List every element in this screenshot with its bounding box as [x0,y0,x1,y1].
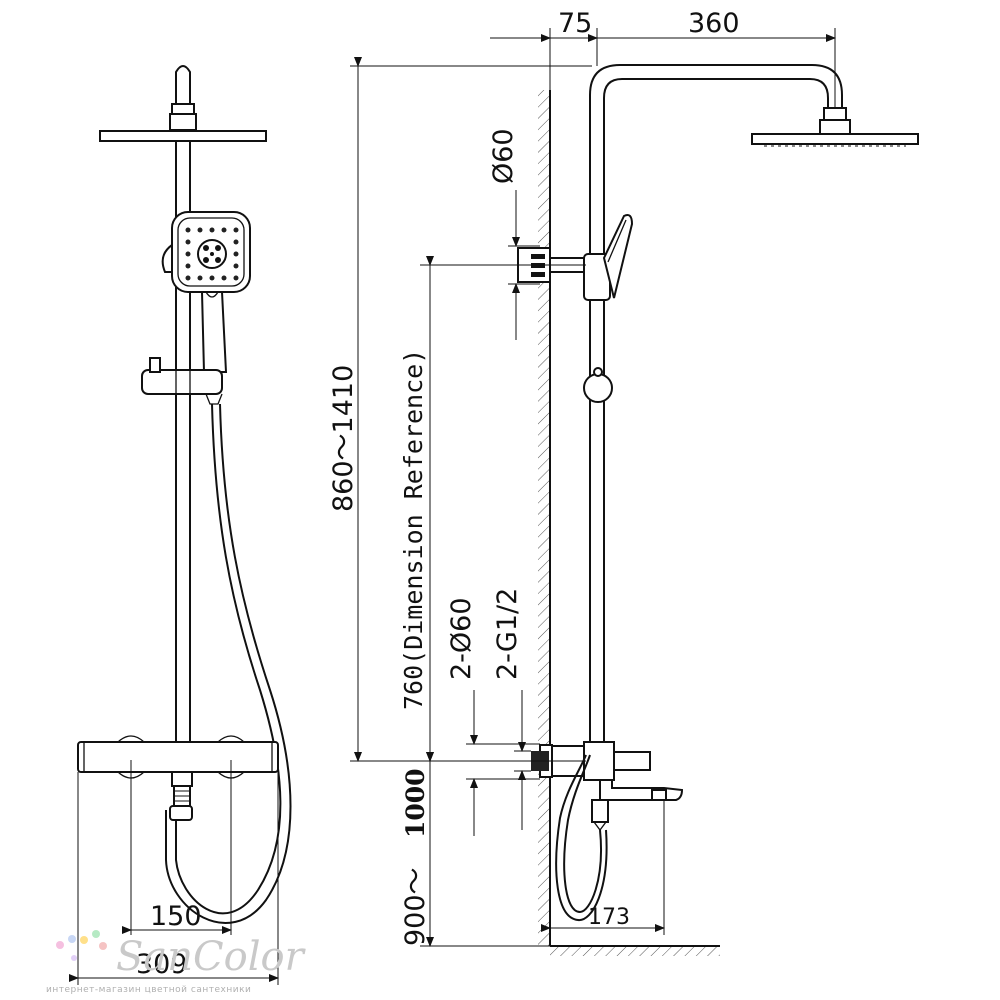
hand-shower-side [602,214,634,299]
wall-bracket-upper [161,244,173,273]
front-view: 150 309 [69,65,292,985]
head-connector [169,113,197,131]
hand-shower-handle [200,291,228,373]
bottom-outlet-nut [171,771,193,787]
watermark-logo-dots [56,930,107,961]
wall-hatch [538,90,550,946]
dim-mixer-width: 309 [136,949,188,980]
dim-thread-size: 2-G1/2 [492,588,523,680]
rain-head-side [751,133,919,145]
side-hose-inner [555,754,608,922]
slide-bracket [141,369,223,395]
mixer-side-handle [613,751,651,771]
hand-shower-nozzles [185,227,239,281]
dim-flange-diameter: 2-Ø60 [446,597,477,680]
thermostatic-mixer-body [77,741,279,773]
slide-knob-side-small [593,367,603,377]
floor-hatch [550,946,720,956]
top-cap [175,65,191,105]
shower-arm-outer [589,64,843,742]
side-view: 75 360 Ø60 860～1410 760(Dimension Refere… [328,8,919,956]
side-bottom-outlet [591,799,609,823]
dim-arm-length: 360 [688,8,740,39]
shower-hose-inner [165,403,292,924]
dim-inlet-spacing: 150 [150,901,202,932]
side-hose-outer [563,754,602,914]
hand-shower-center-dots [203,245,221,263]
diverter-button [651,789,667,801]
arm-head-nut [823,107,847,121]
dim-height-range: 860～1410 [328,365,359,512]
bath-spout [599,779,684,801]
shower-arm-inner [603,78,829,742]
dim-wall-offset: 75 [558,8,592,39]
hand-shower-face [177,217,245,287]
dim-spout-projection: 173 [588,905,630,930]
dim-mount-height-bold: 1000 [401,768,430,838]
top-collar [171,103,195,115]
watermark-tagline: интернет-магазин цветной сантехники [46,985,251,995]
hand-shower-neck [205,291,219,298]
bottom-outlet-thread [173,785,191,807]
arm-head-collar [819,119,851,135]
slide-knob-side [583,373,613,403]
dim-reference-height: 760(Dimension Reference) [399,349,428,710]
slide-bracket-clip [205,393,223,405]
slide-bracket-knob [149,357,161,373]
hose-connector [169,805,193,821]
shower-hose-outer [175,403,282,915]
watermark-logo-text: SanColor [116,934,307,980]
rain-shower-head [99,130,267,142]
watermark: SanColor интернет-магазин цветной сантех… [46,930,307,995]
dim-diameter-top: Ø60 [488,128,519,184]
dim-mount-height-prefix: 900～ [400,867,431,946]
